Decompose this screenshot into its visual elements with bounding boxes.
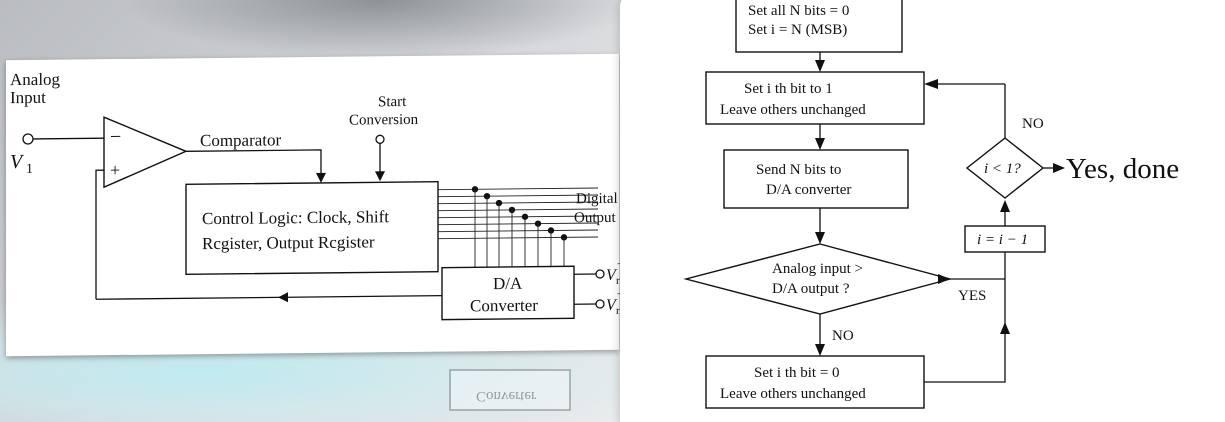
vref-minus-label: V [606, 297, 618, 314]
start-terminal [375, 134, 385, 144]
feedback-wire-up [95, 169, 104, 300]
comparator-output-arrow [316, 172, 326, 183]
decrement-label: i = i − 1 [977, 232, 1028, 248]
check-label: i < 1? [984, 161, 1021, 177]
clear-bit-label-2: Leave others unchanged [720, 386, 866, 402]
check-diamond [965, 137, 1045, 199]
arrow-head-yes [938, 274, 950, 284]
comparator-symbol [103, 116, 188, 189]
set-bit-label-1: Set i th bit to 1 [744, 81, 833, 97]
digital-output-label-2: Output [574, 210, 616, 226]
vref-plus-terminal [595, 269, 605, 279]
arrow-head-done [1053, 163, 1065, 173]
v1-subscript: 1 [26, 162, 33, 177]
dac-reflection-label: Converter [476, 388, 536, 404]
control-logic-label-1: Control Logic: Clock, Shift [202, 207, 389, 228]
init-box [735, 0, 903, 53]
arrow-head-no-top [924, 79, 938, 89]
arrow-head-no [815, 344, 825, 356]
start-arrow [375, 171, 385, 182]
arrow-head-4 [1000, 200, 1010, 212]
circuit-diagram: Analog Input V 1 − + Comparator Start Co… [10, 70, 629, 321]
compare-label-1: Analog input > [772, 261, 863, 277]
clear-bit-label-1: Set i th bit = 0 [754, 365, 840, 381]
start-label: Start [378, 94, 407, 110]
analog-input-label-2: Input [10, 88, 46, 107]
bus-taps [471, 186, 568, 268]
init-label-1: Set all N bits = 0 [748, 3, 849, 19]
feedback-arrow [278, 292, 288, 303]
set-bit-box [705, 71, 925, 125]
sar-adc-circuit-panel: Analog Input V 1 − + Comparator Start Co… [6, 53, 629, 357]
comparator-plus: + [110, 160, 120, 180]
clear-return-wire [924, 260, 1006, 383]
arrow-head-clear-up [1000, 322, 1010, 334]
control-logic-box [185, 180, 439, 276]
flowchart-diagram: Set all N bits = 0 Set i = N (MSB) Set i… [683, 0, 1179, 409]
send-label-1: Send N bits to [756, 162, 841, 178]
input-wire [33, 137, 104, 140]
arrow-head-2 [815, 138, 825, 150]
done-label: Yes, done [1066, 153, 1179, 185]
digital-output-bus [438, 187, 598, 240]
v1-label: V [10, 151, 25, 173]
send-label-2: D/A converter [766, 182, 851, 198]
digital-output-label: Digital [576, 191, 618, 207]
init-label-2: Set i = N (MSB) [748, 22, 847, 38]
compare-label-2: D/A output ? [772, 281, 850, 297]
send-box [723, 149, 909, 209]
sar-flowchart-panel: Set all N bits = 0 Set i = N (MSB) Set i… [620, 0, 1225, 422]
yes-label: YES [958, 288, 986, 304]
start-label-2: Conversion [349, 112, 419, 129]
input-terminal [22, 133, 34, 145]
dac-reflection: Converter [449, 369, 571, 411]
control-logic-label-2: Rcgister, Output Rcgister [202, 232, 375, 253]
no-label-top: NO [1022, 116, 1044, 132]
dac-label-2: Converter [470, 296, 538, 316]
comparator-output-wire [186, 149, 322, 175]
arrow-head-1 [815, 60, 825, 72]
feedback-wire [96, 294, 442, 300]
dac-box [441, 265, 575, 321]
analog-input-label: Analog [10, 70, 61, 90]
comparator-label: Comparator [200, 130, 282, 150]
compare-diamond [683, 243, 953, 315]
vref-minus-terminal [595, 299, 605, 309]
comparator-minus: − [110, 126, 121, 148]
arrow-head-3 [815, 232, 825, 244]
dac-label-1: D/A [493, 274, 523, 293]
no-label-bottom: NO [832, 328, 854, 344]
vref-plus-label: V [606, 267, 618, 284]
background-shade [120, 0, 640, 60]
set-bit-label-2: Leave others unchanged [720, 102, 866, 118]
